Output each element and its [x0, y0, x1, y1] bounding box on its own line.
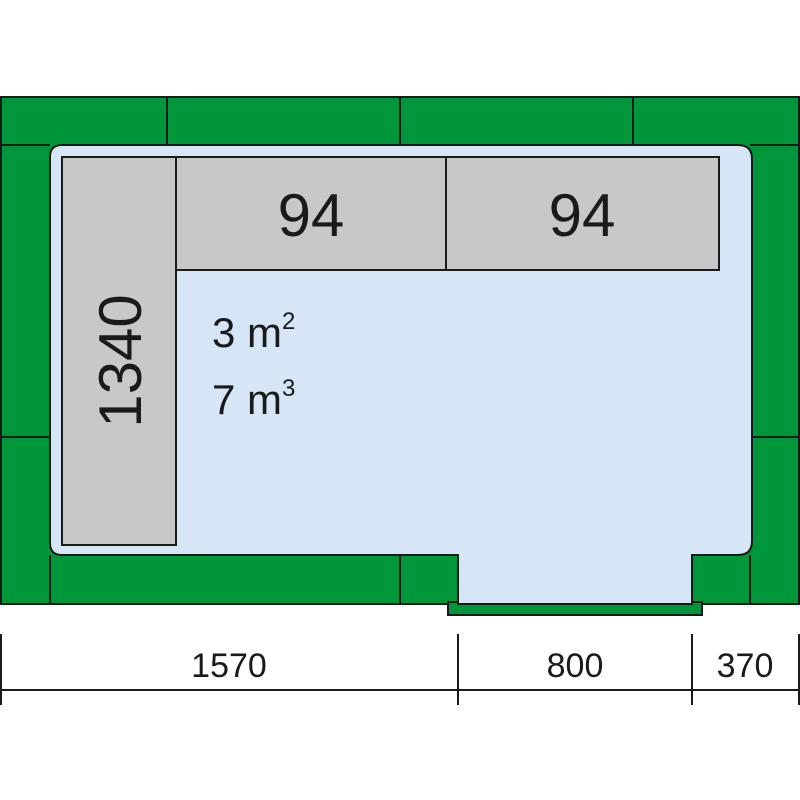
- shelf-top-left-label: 94: [278, 182, 345, 249]
- room-area-value: 3 m: [212, 309, 282, 356]
- room-volume-value: 7 m: [212, 376, 282, 423]
- room-area: 3 m2: [212, 308, 295, 356]
- shelf-top-right-label: 94: [549, 182, 616, 249]
- room-volume-exponent: 3: [282, 375, 295, 402]
- dimension-line: [0, 634, 800, 705]
- dimension-label-2: 800: [547, 647, 604, 685]
- room-volume: 7 m3: [212, 375, 295, 423]
- room-area-exponent: 2: [282, 308, 295, 335]
- shelf-left-label: 1340: [87, 294, 154, 427]
- shelf-top-right: [445, 156, 720, 271]
- dimension-label-3: 370: [717, 647, 774, 685]
- dimension-label-1: 1570: [191, 647, 267, 685]
- wall-panel-seams: [1, 97, 799, 604]
- shelf-top-left: [175, 156, 447, 271]
- shelf-left: [61, 156, 177, 546]
